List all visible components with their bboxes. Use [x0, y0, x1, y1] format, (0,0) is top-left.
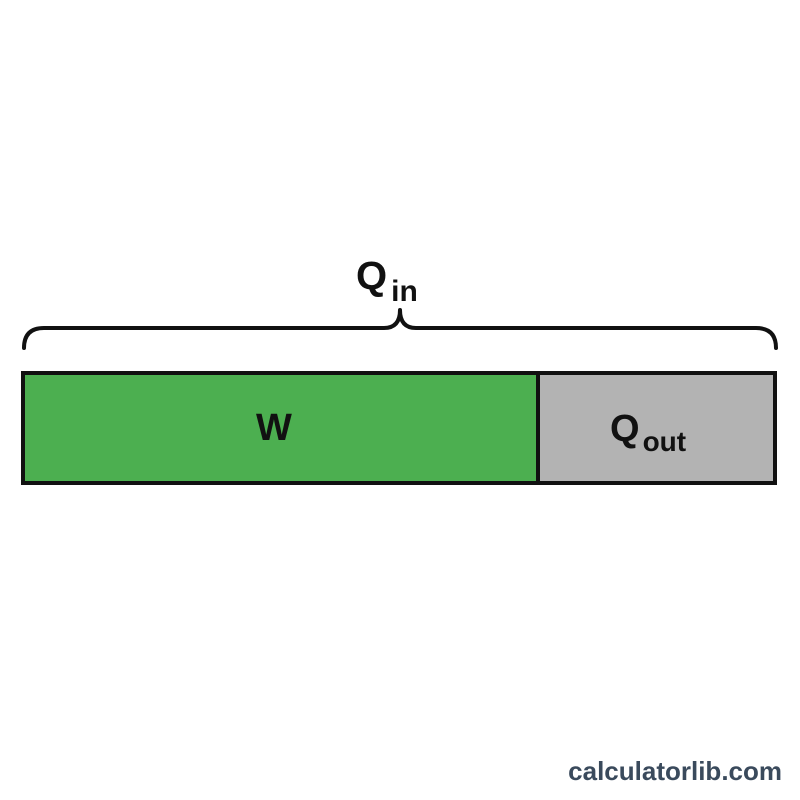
work-segment [21, 371, 540, 485]
qin-brace [22, 308, 778, 350]
qout-label-main: Q [610, 408, 640, 450]
qout-label-sub: out [642, 426, 687, 457]
site-watermark: calculatorlib.com [568, 756, 782, 786]
work-label: W [256, 407, 292, 449]
qin-label-main: Q [356, 254, 388, 298]
heat-out-segment [536, 371, 777, 485]
qin-label-sub: in [391, 275, 418, 308]
